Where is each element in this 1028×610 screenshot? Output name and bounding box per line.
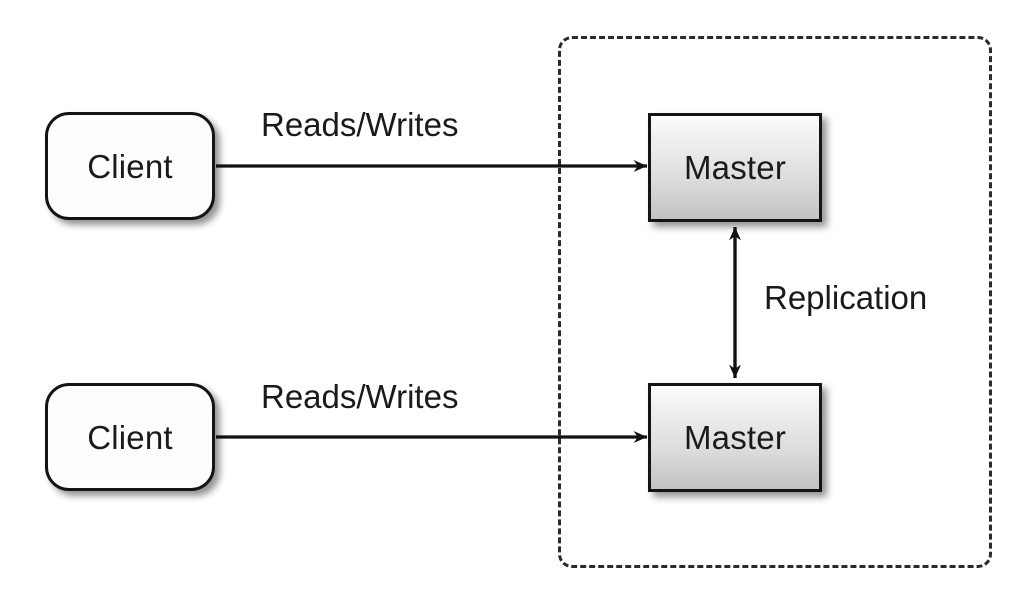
edge-label-replication: Replication bbox=[764, 279, 928, 316]
node-master-top[interactable]: Master bbox=[648, 113, 822, 222]
node-label: Master bbox=[683, 149, 787, 186]
edge-label-reads-writes-top: Reads/Writes bbox=[261, 106, 459, 143]
node-label: Client bbox=[87, 147, 173, 185]
edge-label-reads-writes-bottom: Reads/Writes bbox=[261, 378, 459, 415]
cluster-boundary bbox=[558, 36, 992, 568]
node-master-bottom[interactable]: Master bbox=[648, 383, 822, 492]
node-client-bottom[interactable]: Client bbox=[45, 383, 215, 491]
node-label: Client bbox=[87, 418, 173, 456]
node-client-top[interactable]: Client bbox=[45, 112, 215, 220]
node-label: Master bbox=[683, 419, 787, 456]
